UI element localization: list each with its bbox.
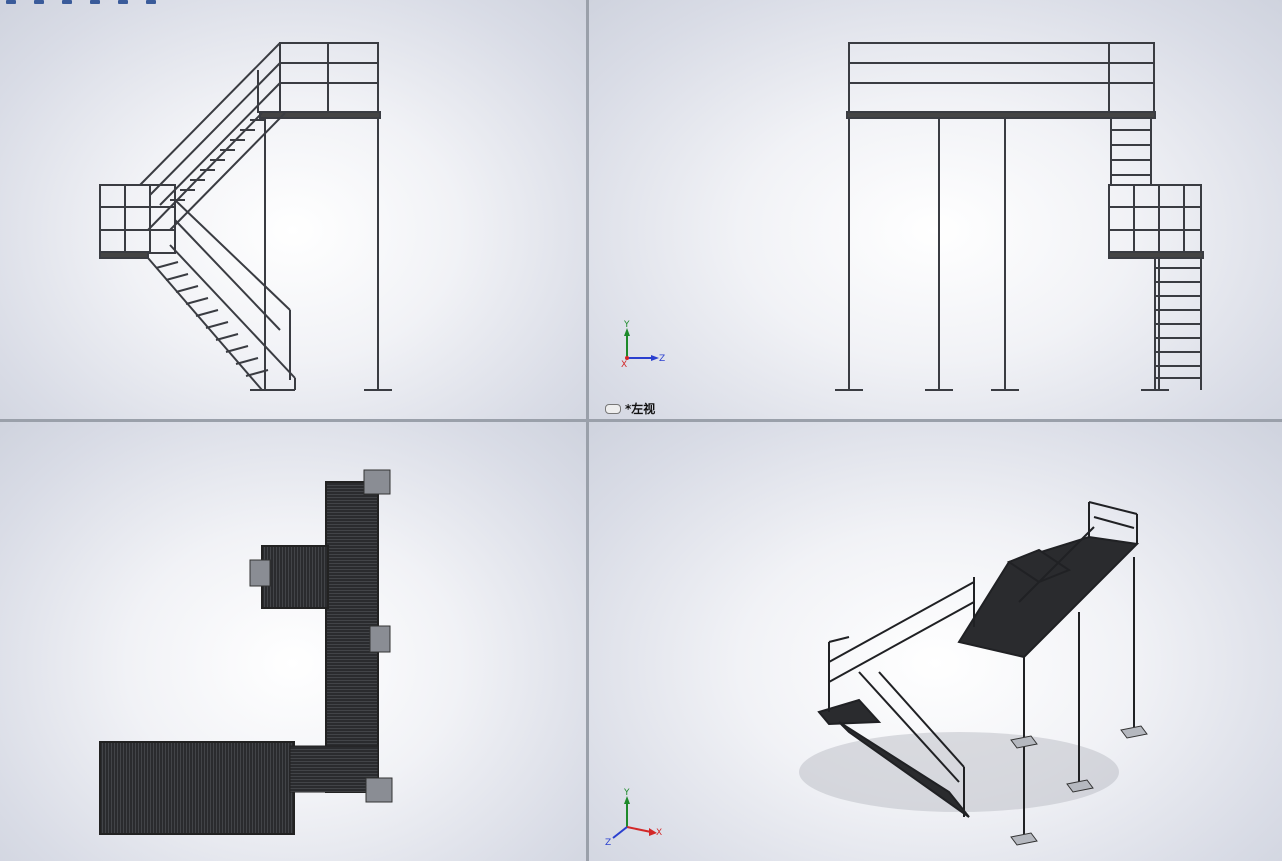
axis-y-label: Y xyxy=(624,788,630,798)
reference-triad xyxy=(624,328,659,361)
front-view-drawing xyxy=(99,42,392,391)
toolbar-icon[interactable] xyxy=(118,0,128,4)
viewport-splitter-horizontal[interactable] xyxy=(0,419,1282,422)
top-view-drawing xyxy=(99,469,393,835)
axis-x-label: X xyxy=(656,828,663,838)
isometric-drawing xyxy=(612,501,1148,846)
reference-triad-iso xyxy=(612,796,657,839)
toolbar-icon[interactable] xyxy=(90,0,100,4)
viewport-isometric[interactable]: Y X Z xyxy=(589,422,1282,861)
left-view-drawing xyxy=(624,42,1204,391)
toolbar-icon[interactable] xyxy=(62,0,72,4)
heads-up-toolbar[interactable] xyxy=(0,0,366,6)
viewport-left[interactable]: Y Z X *左视 xyxy=(589,0,1282,419)
axis-z-label: Z xyxy=(605,838,612,848)
toolbar-icon[interactable] xyxy=(6,0,16,4)
axis-x-label: X xyxy=(621,360,628,370)
view-name: *左视 xyxy=(625,402,656,416)
viewport-front[interactable] xyxy=(0,0,586,419)
viewport-top[interactable] xyxy=(0,422,586,861)
viewport-splitter-vertical[interactable] xyxy=(586,0,589,861)
view-label: *左视 xyxy=(605,400,655,417)
axis-y-label: Y xyxy=(624,320,630,330)
toolbar-icon[interactable] xyxy=(146,0,156,4)
toolbar-icon[interactable] xyxy=(34,0,44,4)
link-icon[interactable] xyxy=(605,403,621,414)
axis-z-label: Z xyxy=(659,354,666,364)
